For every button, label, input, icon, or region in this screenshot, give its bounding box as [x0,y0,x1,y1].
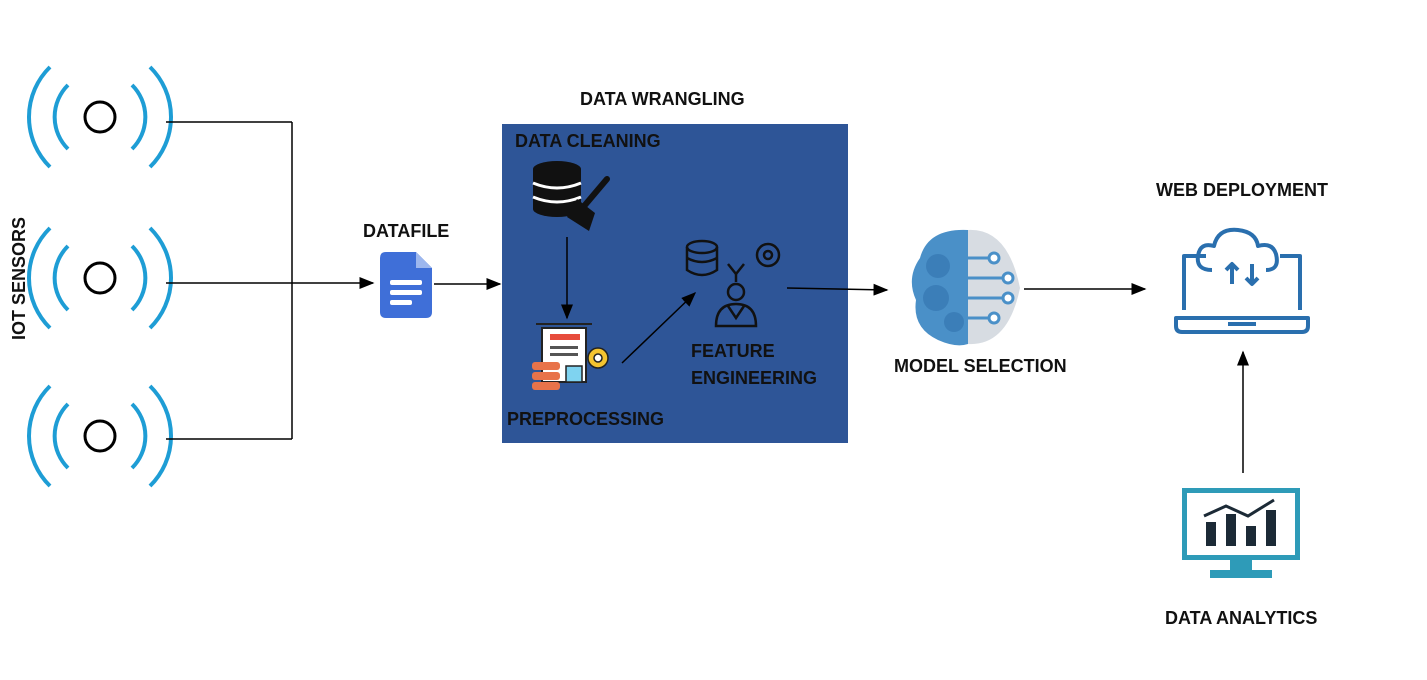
feature-engineering-label-line1: FEATURE [691,341,775,361]
cloud-laptop-icon [1174,227,1310,334]
datafile-label: DATAFILE [363,221,450,241]
data-cleaning-label: DATA CLEANING [515,131,661,151]
report-gear-icon [532,323,609,390]
ai-brain-icon [911,229,1020,346]
monitor-bar-chart-icon [1182,488,1300,578]
web-deployment-label: WEB DEPLOYMENT [1156,180,1329,200]
preprocessing-label: PREPROCESSING [507,409,665,429]
sensor-2-icon [26,226,174,330]
person-database-gear-icon [685,239,781,328]
model-selection-label: MODEL SELECTION [894,356,1067,376]
feature-engineering-label-line2: ENGINEERING [691,368,818,388]
preprocessing-to-feature-arrow [621,291,697,364]
sensor-connector [166,121,293,440]
data-wrangling-label: DATA WRANGLING [580,89,745,109]
iot-sensors-label: IOT SENSORS [9,216,30,341]
sensor-3-icon [26,384,174,488]
document-icon [380,252,432,318]
data-analytics-label: DATA ANALYTICS [1165,608,1318,628]
sensor-1-icon [26,65,174,169]
database-broom-icon [532,161,610,231]
feature-to-model-arrow [786,283,889,296]
